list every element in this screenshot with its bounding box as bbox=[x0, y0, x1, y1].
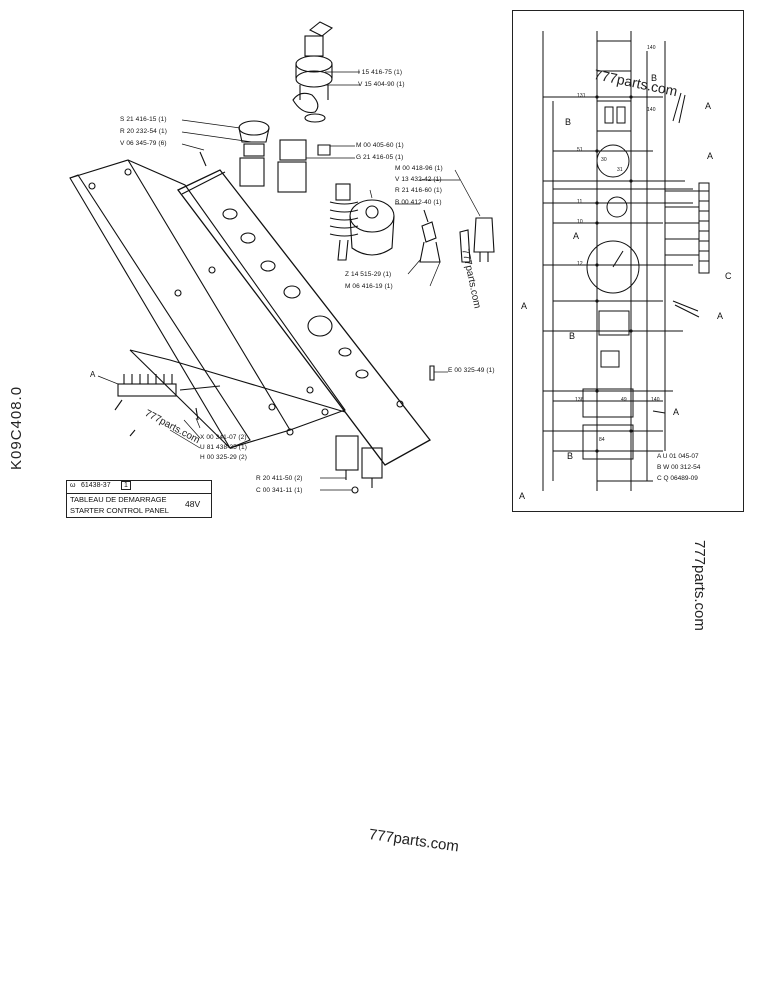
schematic-legend: A U 01 045-07 B W 00 312-54 C Q 06489-09 bbox=[657, 453, 741, 486]
part-label: M 00 405-60 (1) bbox=[356, 142, 404, 149]
exploded-view: I 15 416-75 (1) V 15 404-90 (1) S 21 416… bbox=[0, 0, 510, 530]
part-label: M 00 418-96 (1) bbox=[395, 165, 443, 172]
sheet-number: 1 bbox=[121, 481, 131, 490]
title-ref-row: ω 61438-37 1 bbox=[67, 481, 211, 494]
terminal-number: 11 bbox=[577, 199, 583, 205]
part-label: X 00 341-07 (2) bbox=[200, 434, 247, 441]
schematic-letter: A bbox=[707, 151, 714, 161]
part-label: G 21 416-05 (1) bbox=[356, 154, 404, 161]
part-label: Z 14 515-29 (1) bbox=[345, 271, 392, 278]
part-label: I 15 416-75 (1) bbox=[358, 69, 403, 76]
exploded-view-drawing bbox=[69, 21, 495, 494]
part-label: C 00 341-11 (1) bbox=[256, 487, 303, 494]
terminal-number: 31 bbox=[617, 167, 623, 173]
voltage-label: 48V bbox=[185, 499, 201, 509]
wiring-schematic: A B A B A A C A B B A A 140 131 51 30 31… bbox=[512, 10, 744, 512]
title-fr: TABLEAU DE DEMARRAGE bbox=[70, 495, 167, 504]
legend-row: B W 00 312-54 bbox=[657, 464, 741, 475]
ref-prefix: ω bbox=[70, 482, 76, 489]
schematic-letter: B bbox=[565, 117, 572, 127]
schematic-letter: B bbox=[569, 331, 576, 341]
legend-row: C Q 06489-09 bbox=[657, 475, 741, 486]
watermark: 777parts.com bbox=[691, 540, 708, 631]
housing-side-panel bbox=[69, 159, 291, 449]
terminal-number: 131 bbox=[577, 93, 586, 99]
schematic-letter: A bbox=[705, 101, 712, 111]
legend-code: U 01 045-07 bbox=[662, 453, 699, 460]
part-label: V 13 432-42 (1) bbox=[395, 176, 442, 183]
terminal-number: 140 bbox=[651, 397, 660, 403]
terminal-number: 51 bbox=[577, 147, 583, 153]
schematic-letter: A bbox=[717, 311, 724, 321]
schematic-letter: A bbox=[673, 407, 680, 417]
terminal-number: 140 bbox=[647, 45, 656, 51]
part-label: B 00 412-40 (1) bbox=[395, 199, 442, 206]
part-label: R 20 411-50 (2) bbox=[256, 475, 303, 482]
terminal-number: 12 bbox=[577, 261, 583, 267]
housing-top-edge bbox=[127, 159, 346, 431]
part-label: V 06 345-79 (6) bbox=[120, 140, 167, 147]
schematic-letter: C bbox=[725, 271, 732, 281]
legend-code: Q 06489-09 bbox=[663, 475, 698, 482]
legend-key: B bbox=[657, 464, 662, 471]
schematic-drawing bbox=[542, 31, 710, 491]
terminal-number: 84 bbox=[599, 437, 605, 443]
part-label: H 00 325-29 (2) bbox=[200, 454, 248, 461]
schematic-letter: B bbox=[567, 451, 574, 461]
watermark: 777parts.com bbox=[367, 826, 461, 856]
terminal-number: 136 bbox=[575, 397, 584, 403]
ref-number: 61438-37 bbox=[81, 482, 111, 489]
terminal-number: 140 bbox=[647, 107, 656, 113]
part-label: U 81 438-35 (1) bbox=[200, 444, 248, 451]
title-en: STARTER CONTROL PANEL bbox=[70, 506, 169, 515]
schematic-letter: A bbox=[521, 301, 528, 311]
legend-key: C bbox=[657, 475, 662, 482]
part-label: R 21 416-60 (1) bbox=[395, 187, 443, 194]
legend-key: A bbox=[657, 453, 661, 460]
part-label: R 20 232-54 (1) bbox=[120, 128, 168, 135]
part-label: S 21 416-15 (1) bbox=[120, 116, 167, 123]
part-label: M 06 416-19 (1) bbox=[345, 283, 393, 290]
callout-a: A bbox=[90, 370, 96, 379]
part-label: V 15 404-90 (1) bbox=[358, 81, 405, 88]
terminal-number: 10 bbox=[577, 219, 583, 225]
legend-row: A U 01 045-07 bbox=[657, 453, 741, 464]
title-block: ω 61438-37 1 TABLEAU DE DEMARRAGE STARTE… bbox=[66, 480, 212, 518]
doc-code: K09C408.0 bbox=[8, 385, 25, 470]
terminal-number: 30 bbox=[601, 157, 607, 163]
schematic-letter: A bbox=[573, 231, 580, 241]
part-label: E 00 325-49 (1) bbox=[448, 367, 495, 374]
schematic-letter: B bbox=[651, 73, 658, 83]
legend-code: W 00 312-54 bbox=[663, 464, 701, 471]
terminal-number: 49 bbox=[621, 397, 627, 403]
front-panel-plate bbox=[177, 169, 431, 466]
schematic-letter: A bbox=[519, 491, 526, 501]
